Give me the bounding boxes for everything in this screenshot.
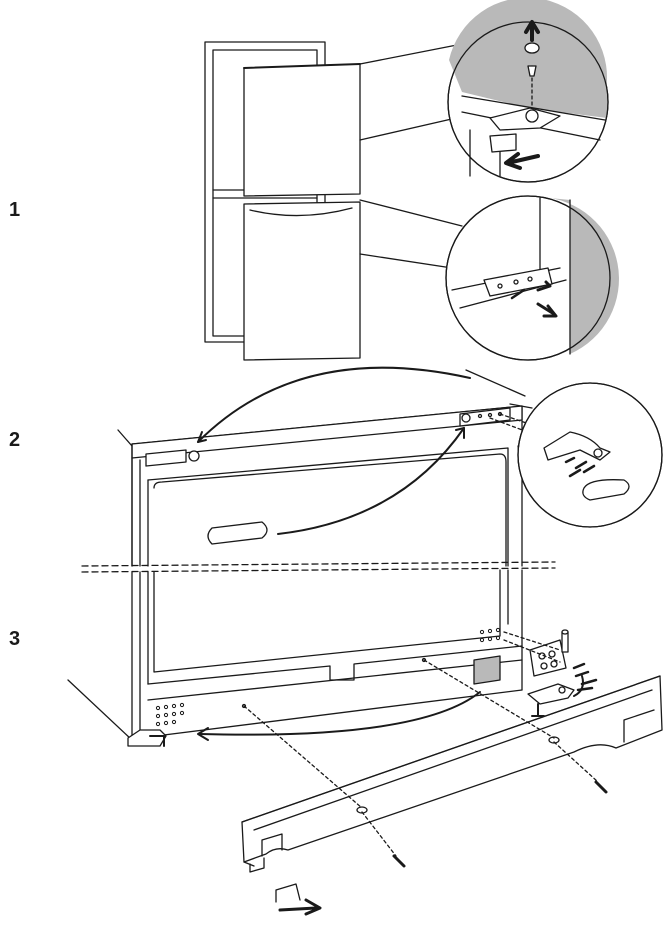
arrow-icon xyxy=(504,152,540,170)
step-3-door-bottom xyxy=(67,569,523,747)
screw-icon xyxy=(392,854,406,868)
screw-icon xyxy=(594,780,608,794)
arrow-icon xyxy=(524,20,540,42)
step-1-number: 1 xyxy=(9,199,21,221)
arrow-icon xyxy=(536,280,558,318)
section-divider xyxy=(81,561,556,573)
arrow-icon xyxy=(278,898,322,916)
screw-icon xyxy=(572,662,598,692)
step-1-fridge xyxy=(204,41,361,361)
step-2-door-top xyxy=(117,366,571,567)
step-3-number: 3 xyxy=(9,628,21,650)
step-3-hinge-parts xyxy=(503,629,598,717)
screw-icon xyxy=(510,288,526,300)
step-2-hinge-detail xyxy=(509,382,663,528)
step-3-kickplate xyxy=(241,659,663,916)
step-2-number: 2 xyxy=(9,429,21,451)
top-hinge-detail xyxy=(447,0,609,183)
bottom-hinge-detail xyxy=(445,195,619,361)
screw-icon xyxy=(564,456,596,478)
step-1-callout-lines xyxy=(359,43,463,269)
